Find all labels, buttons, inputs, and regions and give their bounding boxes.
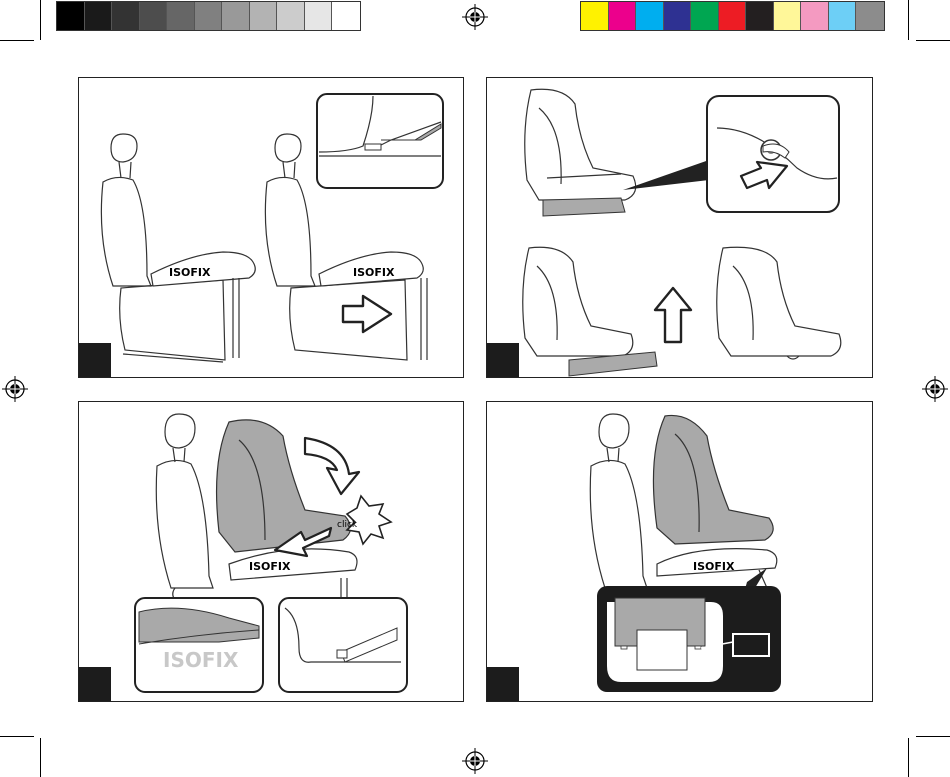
color-swatch-bar xyxy=(580,1,885,31)
vehicle-seat-illustration xyxy=(101,134,225,362)
vehicle-seat-illustration xyxy=(156,414,219,604)
instruction-panel-3: click ISOFIX ISOFIX xyxy=(78,401,464,702)
inset-detail-illustration xyxy=(707,96,839,212)
swatch xyxy=(195,2,223,30)
swatch xyxy=(305,2,333,30)
swatch xyxy=(609,2,637,30)
instruction-panel-1: ISOFIX ISOFIX xyxy=(78,77,464,378)
vehicle-seat-illustration xyxy=(590,414,647,588)
child-car-seat-illustration xyxy=(523,247,633,356)
child-car-seat-illustration xyxy=(525,89,636,200)
child-car-seat-illustration xyxy=(717,247,841,359)
swatch xyxy=(85,2,113,30)
grayscale-swatch-bar xyxy=(56,1,361,31)
step-number-badge xyxy=(79,667,111,701)
swatch xyxy=(140,2,168,30)
swatch xyxy=(664,2,692,30)
swatch xyxy=(856,2,884,30)
step-number-badge xyxy=(487,667,519,701)
registration-mark-icon xyxy=(462,4,488,30)
isofix-base-illustration xyxy=(229,549,357,598)
seat-adapter-shade xyxy=(543,198,625,216)
crop-mark xyxy=(0,736,34,737)
swatch xyxy=(167,2,195,30)
swatch xyxy=(719,2,747,30)
isofix-label: ISOFIX xyxy=(163,648,238,672)
swatch xyxy=(112,2,140,30)
swatch xyxy=(222,2,250,30)
click-callout-label: click xyxy=(337,520,357,530)
swatch xyxy=(332,2,360,30)
swatch xyxy=(636,2,664,30)
swatch xyxy=(277,2,305,30)
step-number-badge xyxy=(487,343,519,377)
push-right-arrow-icon xyxy=(343,296,391,332)
inset-detail-illustration xyxy=(279,598,407,692)
step-number-badge xyxy=(79,343,111,377)
registration-mark-icon xyxy=(2,376,28,402)
child-car-seat-illustration xyxy=(653,415,773,544)
indicator-inset-illustration xyxy=(597,586,781,692)
registration-mark-icon xyxy=(462,748,488,774)
swatch xyxy=(691,2,719,30)
crop-mark xyxy=(916,40,950,41)
crop-mark xyxy=(916,736,950,737)
swatch xyxy=(829,2,857,30)
crop-mark xyxy=(908,738,909,777)
swatch xyxy=(801,2,829,30)
crop-mark xyxy=(908,0,909,40)
instruction-panel-2 xyxy=(486,77,873,378)
isofix-label: ISOFIX xyxy=(693,560,734,573)
crop-mark xyxy=(0,40,34,41)
registration-mark-icon xyxy=(922,376,948,402)
instruction-panel-4: ISOFIX xyxy=(486,401,873,702)
inset-detail-illustration xyxy=(317,94,443,188)
swatch xyxy=(774,2,802,30)
swatch xyxy=(57,2,85,30)
rotate-down-arrow-icon xyxy=(305,438,359,494)
isofix-label: ISOFIX xyxy=(249,560,290,573)
swatch xyxy=(250,2,278,30)
isofix-label: ISOFIX xyxy=(353,266,394,279)
lift-up-arrow-icon xyxy=(655,288,691,342)
crop-mark xyxy=(40,0,41,40)
isofix-label: ISOFIX xyxy=(169,266,210,279)
crop-mark xyxy=(40,738,41,777)
swatch xyxy=(581,2,609,30)
inset-detail-illustration xyxy=(135,598,263,692)
swatch xyxy=(746,2,774,30)
